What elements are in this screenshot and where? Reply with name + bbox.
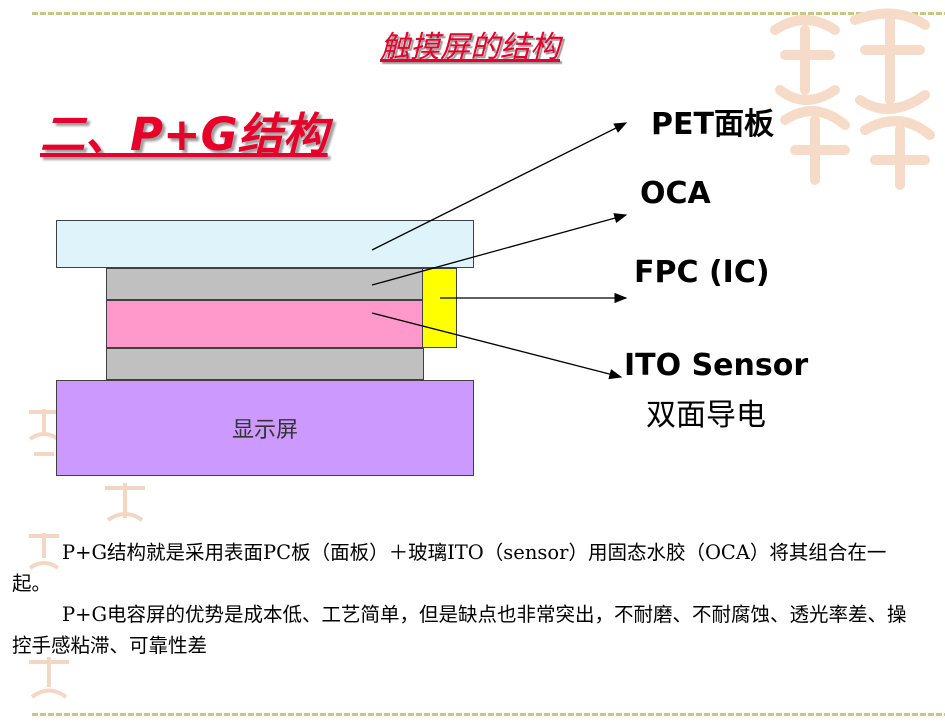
seal-watermark-small-icon xyxy=(28,533,60,570)
arrow-oca xyxy=(371,213,628,286)
page-title: 触摸屏的结构 xyxy=(380,30,560,65)
callout-ito-sensor-sub: 双面导电 xyxy=(646,398,766,433)
ito-sensor-layer xyxy=(106,300,424,348)
seal-watermark-small-icon xyxy=(105,483,145,522)
oca-upper-layer xyxy=(106,268,424,300)
top-rule xyxy=(32,12,945,15)
callout-pet-panel: PET面板 xyxy=(651,107,774,142)
fpc-connector-layer xyxy=(422,268,457,348)
seal-watermark-small-icon xyxy=(29,657,69,699)
callout-oca: OCA xyxy=(640,176,711,211)
callout-fpc: FPC (IC) xyxy=(634,255,770,290)
arrow-pet xyxy=(371,122,628,251)
paragraph-pros-cons: P+G电容屏的优势是成本低、工艺简单，但是缺点也非常突出，不耐磨、不耐腐蚀、透光… xyxy=(12,603,907,657)
callout-ito-sensor: ITO Sensor xyxy=(624,348,809,383)
seal-watermark-small-icon xyxy=(28,409,60,456)
section-title: 二、P+G结构 xyxy=(40,108,328,161)
display-layer: 显示屏 xyxy=(56,380,474,476)
display-layer-label: 显示屏 xyxy=(231,418,298,443)
paragraph-structure: P+G结构就是采用表面PC板（面板）＋玻璃ITO（sensor）用固态水胶（OC… xyxy=(12,541,887,595)
bottom-rule xyxy=(32,713,945,716)
arrow-ito xyxy=(371,312,623,380)
oca-lower-layer xyxy=(106,348,424,380)
pet-panel-layer xyxy=(56,220,474,268)
seal-watermark-large-icon xyxy=(770,8,935,190)
